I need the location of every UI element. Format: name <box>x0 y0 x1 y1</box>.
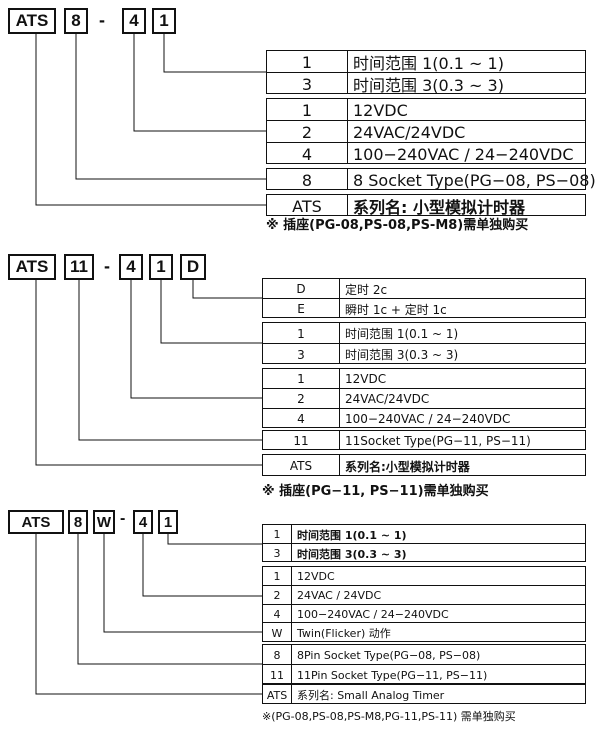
model-code-operation: W <box>93 510 115 534</box>
model-code-ats: ATS <box>8 254 56 280</box>
option-code: 4 <box>301 144 313 164</box>
option-desc: 12VDC <box>353 100 408 120</box>
option-code: 2 <box>297 392 305 406</box>
option-code: 8 <box>301 170 313 190</box>
section-1-note: ※ 插座(PG-08,PS-08,PS-M8)需单独购买 <box>266 218 529 233</box>
model-code-dash: - <box>120 510 126 527</box>
model-code-socket: 11 <box>64 254 94 280</box>
model-code-time-range: 1 <box>158 510 178 534</box>
option-code: 3 <box>273 547 281 560</box>
option-desc: 系列名:小型模拟计时器 <box>345 459 470 474</box>
model-code-power: 4 <box>119 254 143 280</box>
model-code-socket: 8 <box>64 8 88 34</box>
option-code: 11 <box>293 434 309 448</box>
option-desc: 11Pin Socket Type(PG−11, PS−11) <box>297 668 488 682</box>
option-code: ATS <box>292 196 322 216</box>
option-desc: 8 Socket Type(PG−08, PS−08) <box>353 170 596 190</box>
model-code-ats: ATS <box>8 8 56 34</box>
model-code-ats: ATS <box>8 510 64 534</box>
option-desc: 12VDC <box>345 372 387 386</box>
model-code-time-range: 1 <box>152 8 176 34</box>
section-2-note: ※ 插座(PG−11, PS−11)需单独购买 <box>262 484 489 499</box>
option-desc: 瞬时 1c + 定时 1c <box>345 302 447 317</box>
option-code: 1 <box>297 372 305 386</box>
option-desc: 时间范围 3(0.3 ~ 3) <box>353 76 504 95</box>
option-desc: 系列名: Small Analog Timer <box>297 689 445 702</box>
option-desc: 100−240VAC / 24−240VDC <box>353 144 574 164</box>
option-code: 3 <box>301 74 313 94</box>
model-code-power: 4 <box>133 510 153 534</box>
option-desc: 24VAC / 24VDC <box>297 589 382 602</box>
option-desc: 11Socket Type(PG−11, PS−11) <box>345 434 531 448</box>
option-desc: 100−240VAC / 24−240VDC <box>345 412 511 426</box>
model-code-dash: - <box>104 256 110 276</box>
option-desc: 时间范围 1(0.1 ~ 1) <box>297 528 407 542</box>
option-desc: 时间范围 1(0.1 ~ 1) <box>345 327 459 341</box>
model-code-dash: - <box>99 10 105 30</box>
option-code: 4 <box>297 412 305 426</box>
option-desc: 时间范围 1(0.1 ~ 1) <box>353 54 504 73</box>
option-desc: 8Pin Socket Type(PG−08, PS−08) <box>297 648 481 662</box>
option-desc: 100−240VAC / 24−240VDC <box>297 608 449 621</box>
option-code: 1 <box>301 100 313 120</box>
option-code: 1 <box>273 570 281 583</box>
option-desc: 12VDC <box>297 570 335 583</box>
option-code: 1 <box>273 528 281 541</box>
section-3-note: ※(PG-08,PS-08,PS-M8,PG-11,PS-11) 需单独购买 <box>262 710 516 723</box>
option-code: 11 <box>270 668 284 682</box>
option-code: 2 <box>273 589 281 602</box>
option-code: 1 <box>297 326 305 341</box>
option-desc: 24VAC/24VDC <box>353 122 466 142</box>
option-desc: Twin(Flicker) 动作 <box>297 627 391 640</box>
option-code: 1 <box>301 52 313 72</box>
option-desc: 系列名: 小型模拟计时器 <box>353 198 525 217</box>
option-code: W <box>271 626 283 640</box>
option-code: ATS <box>266 688 288 702</box>
option-code: D <box>296 282 306 296</box>
option-code: ATS <box>289 459 313 473</box>
option-code: 8 <box>273 648 281 662</box>
option-code: E <box>297 302 305 316</box>
option-desc: 24VAC/24VDC <box>345 392 430 406</box>
model-code-output: D <box>180 254 206 280</box>
model-code-socket: 8 <box>68 510 88 534</box>
option-code: 3 <box>297 347 305 362</box>
option-code: 4 <box>273 608 281 621</box>
option-desc: 定时 2c <box>345 282 388 297</box>
model-code-power: 4 <box>122 8 146 34</box>
model-code-time-range: 1 <box>149 254 173 280</box>
option-desc: 时间范围 3(0.3 ~ 3) <box>345 348 459 362</box>
option-desc: 时间范围 3(0.3 ~ 3) <box>297 547 407 561</box>
option-code: 2 <box>301 122 313 142</box>
